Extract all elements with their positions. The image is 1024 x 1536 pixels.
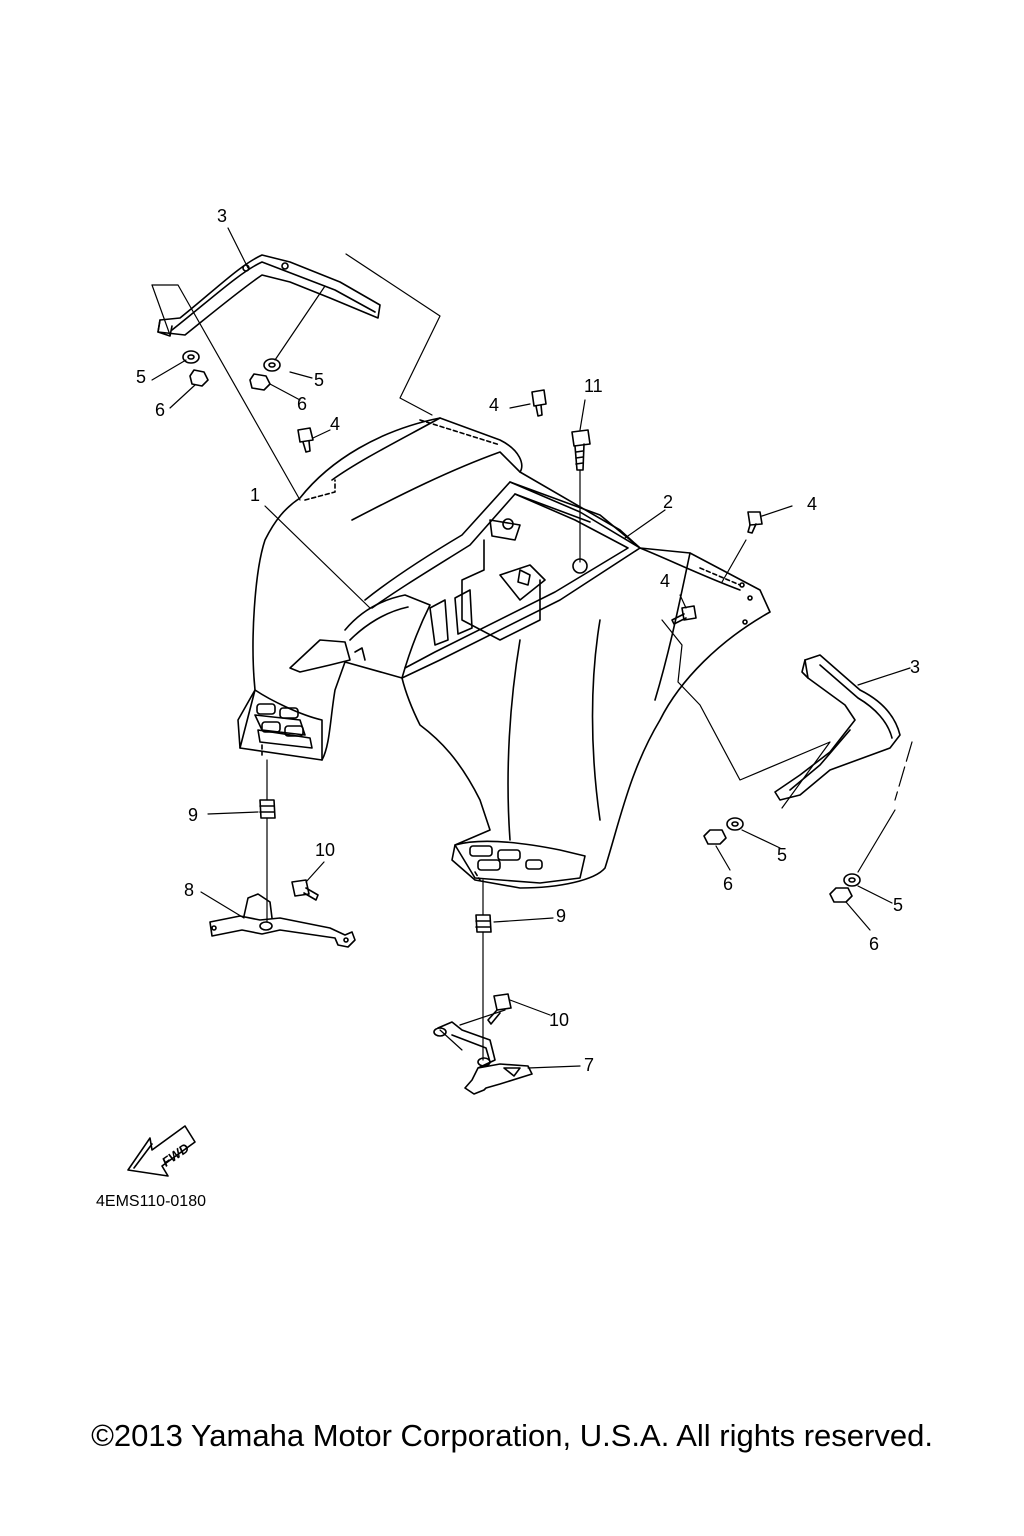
callout-11: 11 <box>584 376 603 396</box>
callout-1: 1 <box>250 485 260 505</box>
callout-4-right: 4 <box>807 494 817 514</box>
fwd-label: FWD <box>159 1140 192 1170</box>
nut-6-a <box>189 369 209 387</box>
storage-tray <box>509 481 641 549</box>
bolt-10-right <box>487 993 512 1025</box>
callout-3-right: 3 <box>910 657 920 677</box>
nut-6-d <box>829 887 853 903</box>
grommet-9-left <box>259 799 276 819</box>
callouts: 3 5 6 5 6 4 4 11 1 2 4 4 3 9 10 8 5 6 5 … <box>136 206 920 1075</box>
washer-5-d <box>843 873 861 887</box>
washer-5-a <box>182 350 200 364</box>
bolt-4-top <box>531 389 547 417</box>
callout-5-d: 5 <box>893 895 903 915</box>
rear-fender <box>237 417 771 889</box>
callout-4-top: 4 <box>489 395 499 415</box>
leader-lines <box>151 227 913 1069</box>
fwd-arrow-icon <box>127 1125 196 1177</box>
callout-6-c: 6 <box>723 874 733 894</box>
callout-2: 2 <box>663 492 673 512</box>
callout-6-b: 6 <box>297 394 307 414</box>
washer-5-c <box>726 817 744 831</box>
callout-6-a: 6 <box>155 400 165 420</box>
bolt-10-left <box>291 879 319 901</box>
bracket-7 <box>433 1021 533 1095</box>
callout-4-mid: 4 <box>660 571 670 591</box>
callout-10-right: 10 <box>549 1010 569 1030</box>
copyright-notice: ©2013 Yamaha Motor Corporation, U.S.A. A… <box>91 1418 933 1453</box>
nut-6-b <box>249 373 271 391</box>
callout-7: 7 <box>584 1055 594 1075</box>
grommet-9-right <box>475 914 492 933</box>
diagram-code: 4EMS110-0180 <box>96 1193 206 1210</box>
callout-8: 8 <box>184 880 194 900</box>
callout-10-left: 10 <box>315 840 335 860</box>
bolt-4-right <box>747 511 763 534</box>
bracket-8 <box>209 893 356 948</box>
callout-9-right: 9 <box>556 906 566 926</box>
callout-4-left: 4 <box>330 414 340 434</box>
bolt-4-left <box>297 427 314 453</box>
callout-9-left: 9 <box>188 805 198 825</box>
callout-6-d: 6 <box>869 934 879 954</box>
bolt-11 <box>571 429 591 471</box>
callout-3-left: 3 <box>217 206 227 226</box>
callout-5-b: 5 <box>314 370 324 390</box>
right-grab-guard <box>774 654 901 801</box>
bolt-4-mid <box>671 605 697 625</box>
washer-5-b <box>263 358 281 372</box>
callout-5-a: 5 <box>136 367 146 387</box>
left-grab-guard <box>157 254 381 337</box>
nut-6-c <box>703 829 727 845</box>
callout-5-c: 5 <box>777 845 787 865</box>
